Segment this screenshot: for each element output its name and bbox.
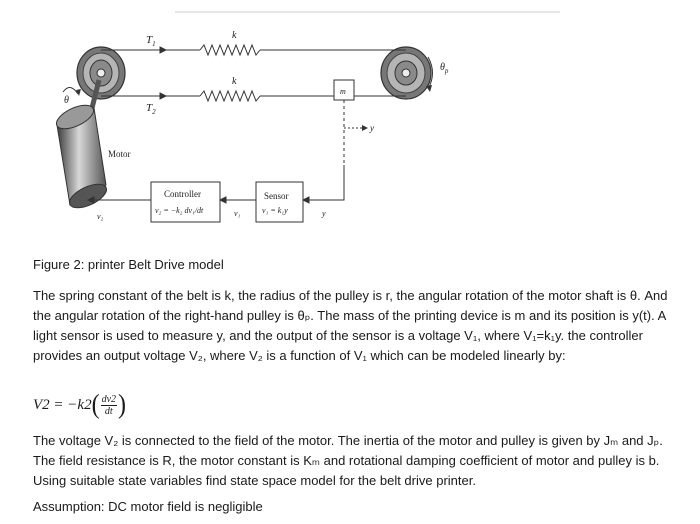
figure-caption: Figure 2: printer Belt Drive model xyxy=(33,257,224,272)
controller-equation: v₂ = −k₂ dv₁/dt xyxy=(155,206,204,215)
sensor-box xyxy=(255,181,304,223)
formula-fraction: dv2 dt xyxy=(100,393,118,417)
left-pulley xyxy=(76,46,126,100)
v2-label: v₂ xyxy=(97,212,104,221)
k-bottom-label: k xyxy=(232,76,237,87)
v1-label: v₁ xyxy=(234,209,241,218)
theta-label: θ xyxy=(64,95,69,106)
motor-label: Motor xyxy=(108,149,131,159)
motor-body xyxy=(55,104,108,209)
signal-wiring xyxy=(86,165,345,204)
formula-denominator: dt xyxy=(104,405,113,417)
problem-paragraph-1: The spring constant of the belt is k, th… xyxy=(33,288,668,363)
theta-p-arrowhead xyxy=(426,85,432,92)
controller-box xyxy=(150,181,221,223)
t2-label: T2 xyxy=(146,102,156,116)
right-pulley xyxy=(380,46,432,100)
theta-p-label: θp xyxy=(440,62,449,75)
t1-label: T1 xyxy=(146,34,156,48)
assumption-text: Assumption: DC motor field is negligible xyxy=(33,499,263,514)
theta-arrowhead xyxy=(76,89,81,96)
y-arrow-label: y xyxy=(369,123,374,133)
formula-paren-open: ( xyxy=(91,390,100,420)
mass-label: m xyxy=(340,87,346,96)
belt-drive-diagram: T1 T2 k k θp m y θ Motor xyxy=(55,11,560,223)
formula-lhs: V2 = −k2 xyxy=(33,396,92,413)
problem-paragraph-2: The voltage V₂ is connected to the field… xyxy=(33,433,663,488)
formula-paren-close: ) xyxy=(118,390,127,420)
y-signal-label: y xyxy=(321,209,326,218)
sensor-title: Sensor xyxy=(264,191,289,201)
y-arrowhead xyxy=(362,125,368,131)
controller-title: Controller xyxy=(164,189,201,199)
tension-arrows xyxy=(138,46,168,100)
formula-numerator: dv2 xyxy=(100,393,118,406)
theta-arrow xyxy=(62,87,79,95)
controller-formula: V2 = −k2 ( dv2 dt ) xyxy=(33,390,127,420)
sensor-equation: v₁ = k₁y xyxy=(262,206,288,215)
k-top-label: k xyxy=(232,30,237,41)
